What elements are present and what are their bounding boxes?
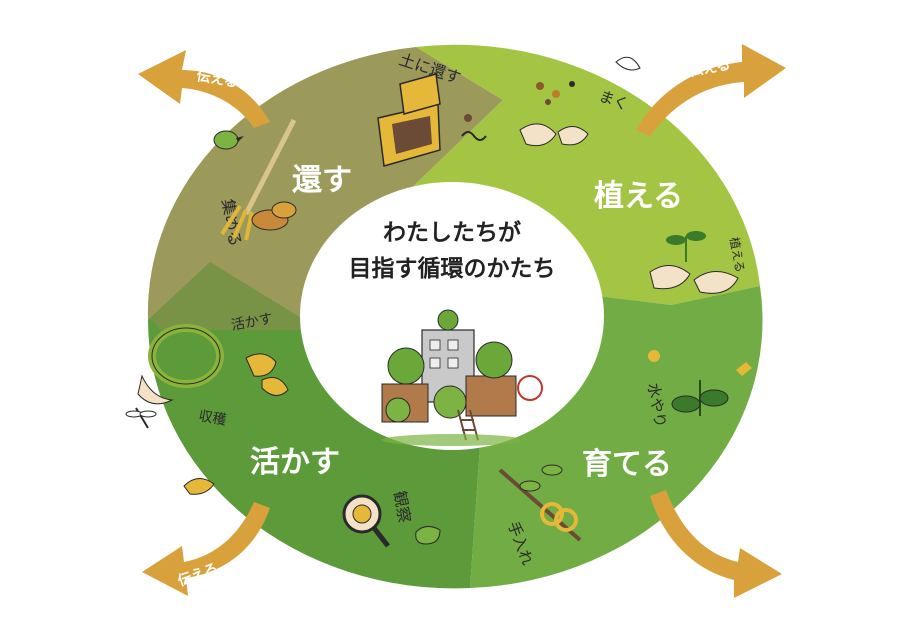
arrow-bottom-left: 伝える: [142, 502, 270, 596]
stage-title-utilize: 活かす: [250, 445, 340, 480]
arrow-bottom-right: 伝える: [650, 490, 782, 605]
building-garden-illustration: [381, 309, 543, 446]
sublabel-use: 活かす: [230, 311, 274, 334]
pruning-illustration: [498, 464, 582, 542]
center-title-line1: わたしたちが: [383, 219, 521, 246]
segment-return-accent: [150, 262, 301, 330]
yellow-bird-icon: [183, 478, 215, 495]
stage-title-grow: 育てる: [582, 447, 672, 482]
broom-illustration: [220, 118, 297, 241]
segment-utilize: [147, 262, 480, 589]
seeds-hands-illustration: [519, 81, 589, 147]
arrow-label-top-right: 伝える: [688, 56, 732, 80]
arrow-top-left: 伝える: [138, 50, 270, 128]
center-title-line2: 目指す循環のかたち: [349, 255, 556, 282]
arrow-label-top-left: 伝える: [195, 67, 239, 91]
watering-sprout-illustration: [648, 350, 752, 416]
sublabel-harvest: 収穫: [197, 408, 227, 429]
stage-title-return: 還す: [292, 163, 352, 198]
green-bird-icon: [213, 130, 244, 150]
sublabel-plant-small: 植える: [727, 236, 748, 274]
dragonfly-icon: [125, 407, 157, 429]
white-dove-icon: [615, 56, 641, 71]
arrow-top-right: 伝える: [636, 44, 786, 136]
stage-title-plant: 植える: [594, 179, 683, 214]
wreath-illustration: [137, 324, 289, 405]
arrow-label-bottom-right: 伝える: [679, 574, 724, 605]
sprout-planting-illustration: [649, 231, 739, 294]
magnifier-illustration: [342, 494, 441, 548]
compost-box-illustration: [377, 73, 487, 167]
